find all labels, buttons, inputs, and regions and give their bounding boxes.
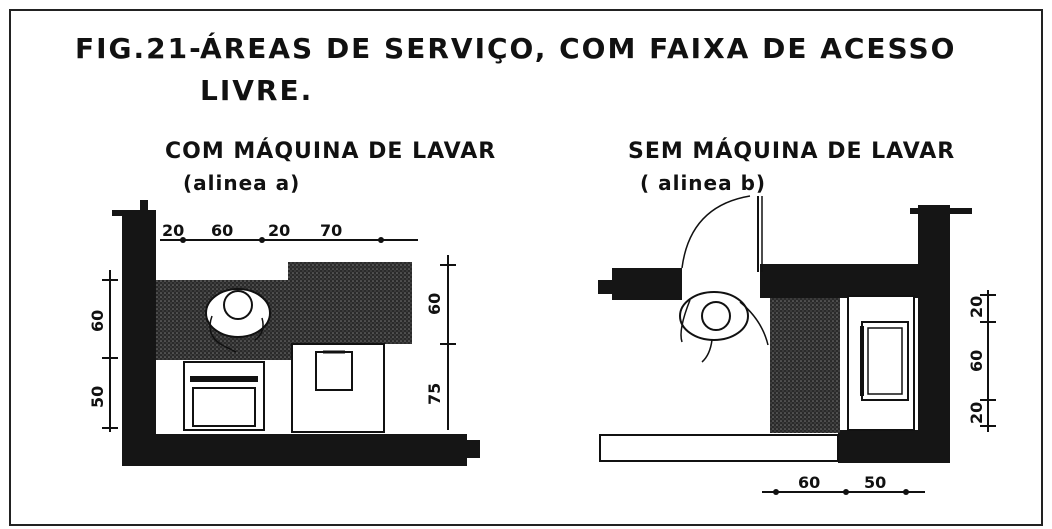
figure-title-line2: LIVRE. (200, 74, 313, 107)
svg-text:20: 20 (268, 221, 290, 240)
person-figure-left (205, 288, 271, 353)
figure-title-line1: ÁREAS DE SERVIÇO, COM FAIXA DE ACESSO (200, 31, 956, 65)
svg-text:50: 50 (864, 473, 886, 492)
figure-number: FIG.21- (75, 32, 203, 65)
right-plan-caption: SEM MÁQUINA DE LAVAR (628, 138, 955, 164)
svg-text:20: 20 (162, 221, 184, 240)
left-plan: COM MÁQUINA DE LAVAR (alinea a) (88, 138, 496, 466)
laundry-tank-right (847, 295, 915, 431)
svg-text:20: 20 (967, 402, 986, 424)
right-plan-walls (598, 205, 972, 463)
svg-text:60: 60 (425, 293, 444, 315)
svg-text:70: 70 (320, 221, 342, 240)
svg-text:20: 20 (967, 296, 986, 318)
svg-text:50: 50 (88, 386, 107, 408)
svg-text:60: 60 (798, 473, 820, 492)
door-swing (681, 195, 763, 272)
left-plan-walls (112, 200, 480, 466)
left-side-dimension: 60 50 (88, 270, 118, 432)
right-plan-note: ( alinea b) (640, 171, 766, 195)
left-right-dimension: 60 75 (425, 255, 456, 430)
svg-text:60: 60 (967, 350, 986, 372)
left-plan-note: (alinea a) (183, 171, 300, 195)
right-side-dimension: 20 60 20 (967, 290, 996, 432)
person-figure-right (679, 291, 769, 363)
laundry-tank (291, 343, 385, 433)
figure-border (9, 9, 1043, 526)
svg-text:75: 75 (425, 383, 444, 405)
left-top-dimension: 20 60 20 70 (160, 221, 418, 243)
svg-text:60: 60 (88, 310, 107, 332)
right-plan: SEM MÁQUINA DE LAVAR ( alinea b) (598, 138, 996, 495)
svg-text:60: 60 (211, 221, 233, 240)
left-plan-caption: COM MÁQUINA DE LAVAR (165, 138, 496, 164)
right-plan-hatch (770, 298, 840, 433)
washing-machine (183, 361, 265, 431)
right-bottom-dimension: 60 50 (762, 473, 925, 495)
